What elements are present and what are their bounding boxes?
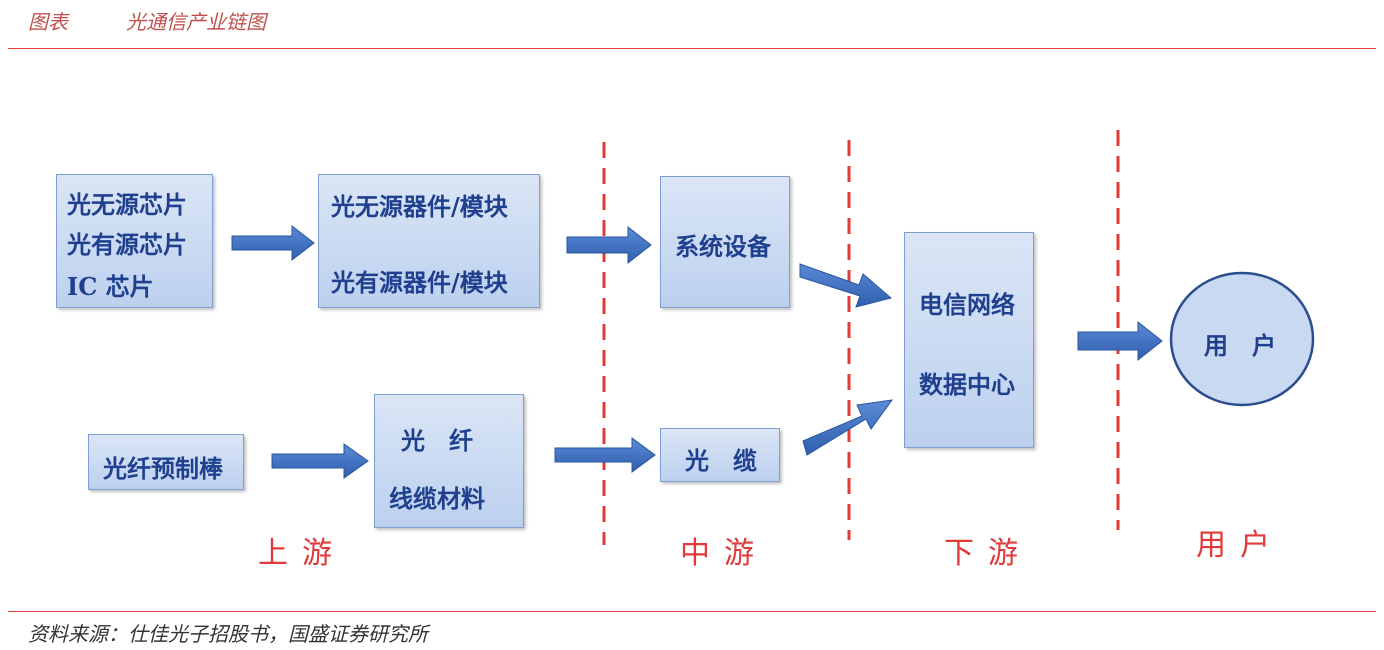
- system-equipment-line-1: 系统设备: [675, 232, 771, 261]
- cable-box: 光 缆: [660, 428, 780, 482]
- fiber-materials-line-2: 线缆材料: [389, 484, 485, 513]
- arrow-network-to-user: [1077, 320, 1163, 362]
- arrow-chips-to-devices: [231, 224, 315, 262]
- stage-upstream: 上游: [258, 536, 346, 571]
- arrow-cable-to-network: [802, 399, 894, 456]
- figure-title: 光通信产业链图: [126, 10, 266, 34]
- fiber-materials-box: 光 纤 线缆材料: [374, 394, 524, 528]
- header-divider: [8, 48, 1376, 49]
- chips-line-2: 光有源芯片: [67, 230, 187, 259]
- devices-line-2: 光有源器件/模块: [331, 268, 508, 297]
- preform-box: 光纤预制棒: [88, 434, 244, 490]
- stage-downstream: 下游: [944, 536, 1032, 571]
- preform-line-1: 光纤预制棒: [103, 454, 223, 483]
- network-box: 电信网络 数据中心: [904, 232, 1034, 448]
- devices-box: 光无源器件/模块 光有源器件/模块: [318, 174, 540, 308]
- footer-divider: [8, 611, 1376, 612]
- devices-line-1: 光无源器件/模块: [331, 192, 508, 221]
- stage-midstream: 中游: [680, 536, 768, 571]
- user-label: 用 户: [1204, 331, 1276, 360]
- stage-users: 用户: [1196, 528, 1284, 563]
- figure-label: 图表: [28, 10, 68, 34]
- system-equipment-box: 系统设备: [660, 176, 790, 308]
- chips-line-3: IC 芯片: [67, 272, 154, 301]
- arrow-system-to-network: [799, 263, 893, 308]
- user-circle: [1169, 271, 1315, 407]
- network-line-2: 数据中心: [919, 370, 1015, 399]
- chips-box: 光无源芯片 光有源芯片 IC 芯片: [56, 174, 213, 308]
- chips-line-1: 光无源芯片: [67, 190, 187, 219]
- arrow-preform-to-fiber: [271, 443, 369, 479]
- fiber-materials-line-1: 光 纤: [401, 426, 473, 455]
- arrow-fiber-to-cable: [554, 437, 656, 473]
- source-note: 资料来源：仕佳光子招股书，国盛证券研究所: [28, 622, 428, 646]
- network-line-1: 电信网络: [919, 290, 1015, 319]
- arrow-devices-to-system: [566, 225, 652, 265]
- cable-line-1: 光 缆: [685, 446, 757, 475]
